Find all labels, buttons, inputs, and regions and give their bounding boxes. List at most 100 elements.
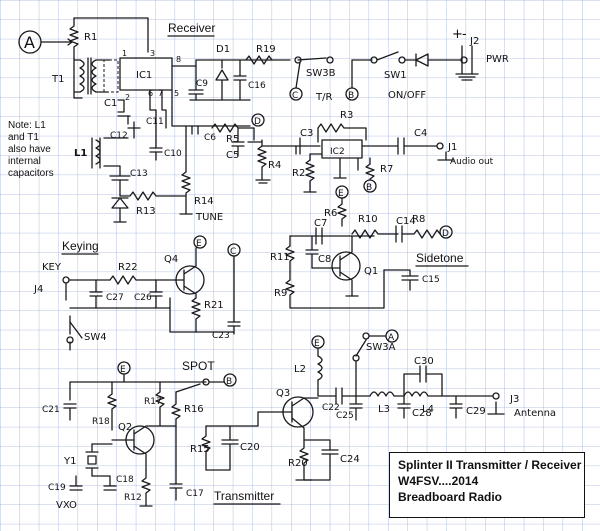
- onoff-label: ON/OFF: [388, 90, 426, 101]
- keying-section: Keying KEY J4 R22 C27 C26 SW4 Q4 E C R21…: [33, 235, 241, 351]
- spot-label: SPOT: [182, 359, 215, 373]
- d1-zener: [215, 59, 229, 101]
- j2-plus: +: [452, 27, 463, 42]
- ic1-pin5: 5: [174, 89, 179, 98]
- c26-label: C26: [134, 293, 152, 303]
- l2-e-label: E: [314, 339, 320, 349]
- c30-label: C30: [414, 356, 434, 367]
- r21-label: R21: [204, 300, 224, 311]
- c5-label: C5: [226, 150, 239, 161]
- c25-label: C25: [336, 411, 354, 421]
- r9-resistor: [285, 269, 385, 309]
- r19-label: R19: [256, 44, 276, 55]
- ic1-label: IC1: [136, 70, 152, 81]
- c29-label: C29: [466, 406, 486, 417]
- audio-amp-section: C3 R3 IC2 C4 J1 Audio out R2 R7 B: [261, 110, 494, 193]
- c11-label: C11: [146, 117, 164, 127]
- tr-label: T/R: [315, 92, 332, 103]
- sidetone-title: Sidetone: [416, 251, 464, 265]
- q4-e-label: E: [196, 239, 202, 249]
- title-block: Splinter II Transmitter / Receiver W4FSV…: [389, 452, 585, 518]
- tx-e-label: E: [120, 365, 126, 375]
- r18-label: R18: [92, 417, 110, 427]
- r22-resistor: [109, 275, 177, 285]
- r16-label: R16: [184, 404, 204, 415]
- c6-label: C6: [204, 133, 216, 143]
- d1-label: D1: [216, 44, 230, 55]
- c22-label: C22: [322, 403, 340, 413]
- l2-inductor: [317, 347, 323, 397]
- c4-label: C4: [414, 128, 427, 139]
- ic1-pin2: 2: [125, 93, 130, 102]
- r6-label: R6: [324, 208, 337, 219]
- t1-transformer: [73, 57, 119, 99]
- c15-label: C15: [422, 275, 440, 285]
- c1-label: C1: [104, 98, 117, 109]
- r10-label: R10: [358, 214, 378, 225]
- sw3b-label: SW3B: [306, 68, 336, 79]
- r12-label: R12: [124, 493, 142, 503]
- r5-d-label: D: [254, 117, 261, 127]
- c3-label: C3: [300, 128, 313, 139]
- transmitter-title: Transmitter: [214, 489, 274, 503]
- ic2-label: IC2: [330, 147, 345, 157]
- sw3b-switch: [295, 57, 327, 89]
- l3-inductor: [369, 391, 405, 397]
- c8-label: C8: [318, 254, 331, 265]
- r11-resistor: [285, 245, 295, 273]
- ic1-pin8: 8: [176, 55, 181, 64]
- j3-label: J3: [509, 394, 519, 405]
- title-line1: Splinter II Transmitter / Receiver: [398, 458, 582, 472]
- r21-resistor: [191, 297, 201, 333]
- q3-label: Q3: [276, 388, 290, 399]
- sw1-switch: [376, 51, 399, 61]
- l2-label: L2: [294, 364, 306, 375]
- ic1-pin7: 7: [158, 89, 163, 98]
- r18-resistor: [107, 381, 117, 431]
- r10-resistor: [351, 229, 399, 239]
- r2-label: R2: [292, 168, 305, 179]
- c16-label: C16: [248, 81, 266, 91]
- t1-label: T1: [51, 74, 64, 85]
- note-line3: also have: [8, 144, 51, 155]
- r15-resistor: [201, 425, 211, 471]
- ic1-pin1: 1: [122, 49, 127, 58]
- c20-label: C20: [240, 442, 260, 453]
- sw3a-switch: [355, 339, 367, 357]
- sw4-label: SW4: [84, 332, 107, 343]
- connector-a-large-label: A: [24, 33, 35, 52]
- c24-label: C24: [340, 454, 360, 465]
- j2-minus: -: [462, 27, 467, 42]
- c18-label: C18: [116, 475, 134, 485]
- c23-label: C23: [212, 331, 230, 341]
- r15-label: R15: [190, 444, 210, 455]
- title-line2: W4FSV....2014: [398, 474, 479, 488]
- c13-label: C13: [130, 169, 148, 179]
- r4-potentiometer: [257, 139, 267, 181]
- sw1-label: SW1: [384, 70, 407, 81]
- j1-label: J1: [447, 142, 457, 153]
- c9-label: C9: [196, 79, 208, 89]
- r20-label: R20: [288, 458, 308, 469]
- sw3b-c-label: C: [292, 91, 298, 101]
- q4-label: Q4: [164, 254, 178, 265]
- r6-resistor: [337, 203, 347, 227]
- r12-resistor: [139, 469, 153, 507]
- ic1-mixer: [119, 57, 173, 91]
- r17-label: R17: [144, 397, 162, 407]
- vxo-label: VXO: [56, 500, 77, 511]
- transmitter-section: E C21 R18 R17 R16 SPOT B Q2 R15 C20 Y1 C…: [42, 329, 556, 511]
- r2-resistor: [303, 159, 317, 193]
- r1-label: R1: [84, 32, 97, 43]
- r5-label: R5: [226, 134, 239, 145]
- j3-antenna-label: Antenna: [514, 408, 556, 419]
- sw3a-a-label: A: [388, 333, 395, 343]
- q4-c-label: C: [230, 247, 236, 257]
- j2-label: J2: [469, 36, 479, 47]
- ic1-pin3: 3: [150, 49, 155, 58]
- r6-e-label: E: [338, 189, 344, 199]
- r19-resistor: [245, 55, 273, 65]
